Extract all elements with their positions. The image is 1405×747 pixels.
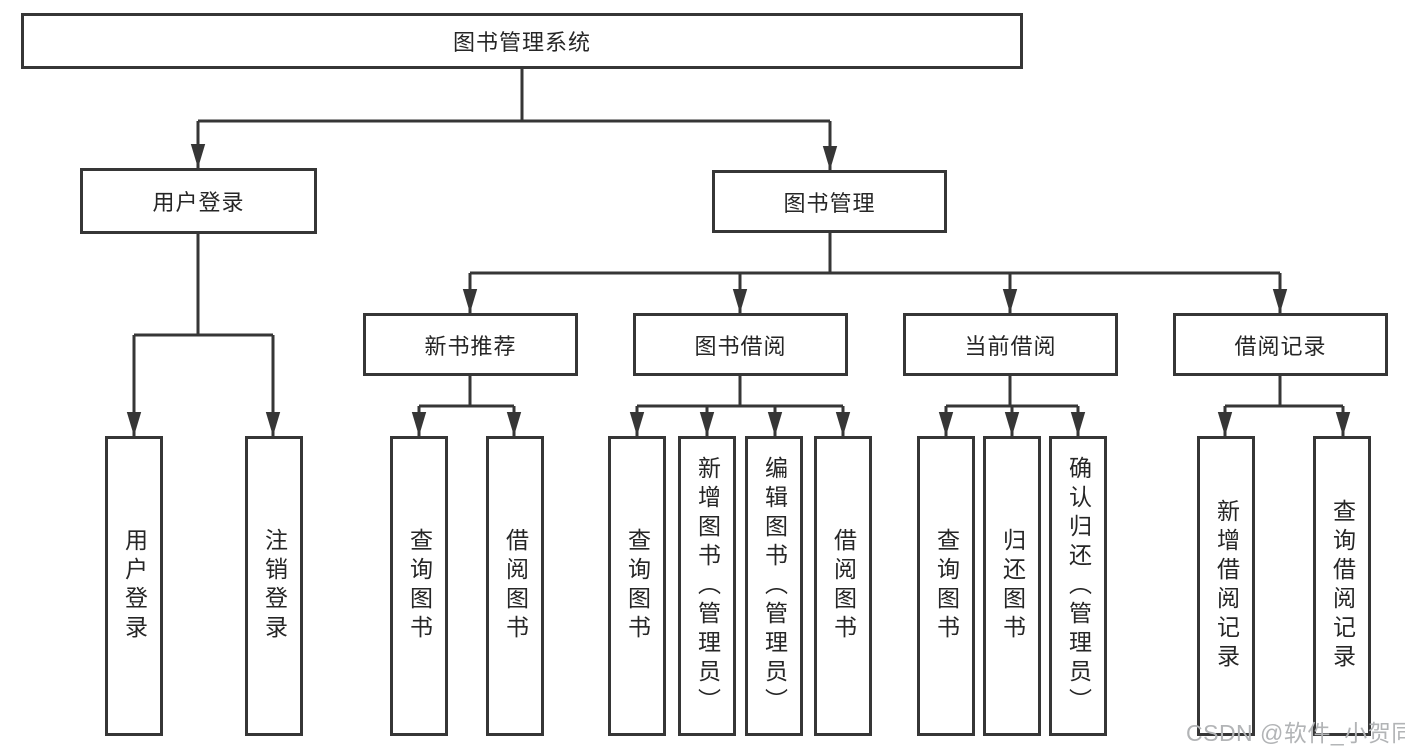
node-borrow-records-label: 借阅记录 — [1234, 333, 1327, 359]
node-book-borrow: 图书借阅 — [633, 313, 848, 376]
node-user-login: 用户登录 — [80, 168, 317, 234]
leaf-borrow-borrow-books-label: 借阅图书 — [830, 528, 857, 644]
node-book-management: 图书管理 — [712, 170, 947, 233]
leaf-current-query-books: 查询图书 — [917, 436, 975, 736]
leaf-borrow-query-books: 查询图书 — [608, 436, 666, 736]
leaf-logout-label: 注销登录 — [261, 528, 288, 644]
node-user-login-label: 用户登录 — [152, 190, 245, 215]
leaf-recommend-query-books-label: 查询图书 — [406, 528, 433, 644]
leaf-recommend-borrow-books-label: 借阅图书 — [502, 528, 529, 644]
leaf-borrow-edit-books-admin-label: 编辑图书（管理员） — [761, 455, 788, 717]
leaf-recommend-query-books: 查询图书 — [390, 436, 448, 736]
leaf-records-query-record: 查询借阅记录 — [1313, 436, 1371, 736]
leaf-records-add-record: 新增借阅记录 — [1197, 436, 1255, 736]
node-book-management-label: 图书管理 — [783, 190, 876, 216]
node-root-system: 图书管理系统 — [21, 13, 1023, 69]
leaf-records-query-record-label: 查询借阅记录 — [1329, 499, 1356, 673]
node-root-system-label: 图书管理系统 — [452, 30, 591, 55]
leaf-borrow-query-books-label: 查询图书 — [624, 528, 651, 644]
leaf-current-query-books-label: 查询图书 — [933, 528, 960, 644]
node-current-borrow-label: 当前借阅 — [964, 333, 1057, 359]
leaf-recommend-borrow-books: 借阅图书 — [486, 436, 544, 736]
leaf-borrow-edit-books-admin: 编辑图书（管理员） — [745, 436, 803, 736]
leaf-user-login: 用户登录 — [105, 436, 163, 736]
node-new-book-recommend-label: 新书推荐 — [424, 333, 517, 359]
csdn-watermark: CSDN @软件_小贺同学 — [1186, 720, 1405, 746]
node-book-borrow-label: 图书借阅 — [694, 333, 787, 359]
leaf-borrow-borrow-books: 借阅图书 — [814, 436, 872, 736]
leaf-current-return-books-label: 归还图书 — [999, 528, 1026, 644]
leaf-records-add-record-label: 新增借阅记录 — [1213, 499, 1240, 673]
node-new-book-recommend: 新书推荐 — [363, 313, 578, 376]
leaf-current-return-books: 归还图书 — [983, 436, 1041, 736]
leaf-current-confirm-return-admin: 确认归还（管理员） — [1049, 436, 1107, 736]
leaf-borrow-add-books-admin: 新增图书（管理员） — [678, 436, 736, 736]
node-borrow-records: 借阅记录 — [1173, 313, 1388, 376]
leaf-user-login-label: 用户登录 — [121, 528, 148, 644]
leaf-borrow-add-books-admin-label: 新增图书（管理员） — [694, 455, 721, 717]
node-current-borrow: 当前借阅 — [903, 313, 1118, 376]
leaf-current-confirm-return-admin-label: 确认归还（管理员） — [1065, 455, 1092, 717]
leaf-logout: 注销登录 — [245, 436, 303, 736]
